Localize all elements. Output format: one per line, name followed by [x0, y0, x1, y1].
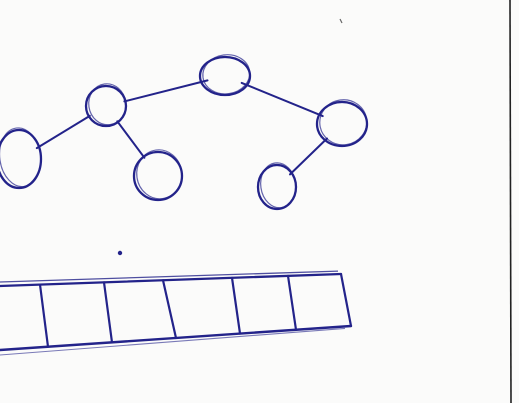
array-cell-1: [40, 282, 112, 346]
ink-speck: [339, 18, 343, 24]
array-cell-divider-2: [102, 281, 114, 344]
tree-edge-left-child-to-left-left-leaf: [35, 114, 91, 150]
array-cell-divider-1: [38, 283, 50, 348]
array-bottom-edge-overstroke: [0, 327, 346, 356]
tree-node-left-child-overstroke: [88, 83, 127, 126]
array-cell-divider-6: [339, 272, 353, 328]
array-cell-5: [288, 274, 351, 330]
array-top-edge: [0, 272, 343, 288]
ink-dot: [117, 250, 123, 256]
tree-edge-root-to-left-child: [123, 79, 209, 103]
tree-node-right-child-overstroke: [319, 99, 368, 146]
tree-node-right-left-leaf-overstroke: [260, 162, 297, 209]
tree-node-left-right-leaf-overstroke: [136, 149, 183, 200]
array-cell-4: [232, 276, 296, 334]
array-cell-0: [0, 285, 48, 351]
page-border-right: [509, 0, 512, 403]
array-cell-divider-4: [230, 276, 242, 335]
tree-edge-root-to-right-child: [240, 81, 324, 118]
array-cell-divider-5: [286, 274, 298, 331]
tree-node-root-overstroke: [202, 54, 251, 95]
array-cell-3: [163, 278, 240, 338]
array-cell-divider-3: [161, 279, 178, 340]
binary-tree: [0, 54, 369, 211]
tree-node-left-left-leaf-overstroke: [0, 127, 42, 188]
tree-edge-left-child-to-left-right-leaf: [116, 120, 146, 159]
array-diagram: [0, 270, 353, 356]
tree-edge-right-child-to-right-left-leaf: [289, 137, 328, 176]
array-top-edge-overstroke: [0, 270, 339, 283]
